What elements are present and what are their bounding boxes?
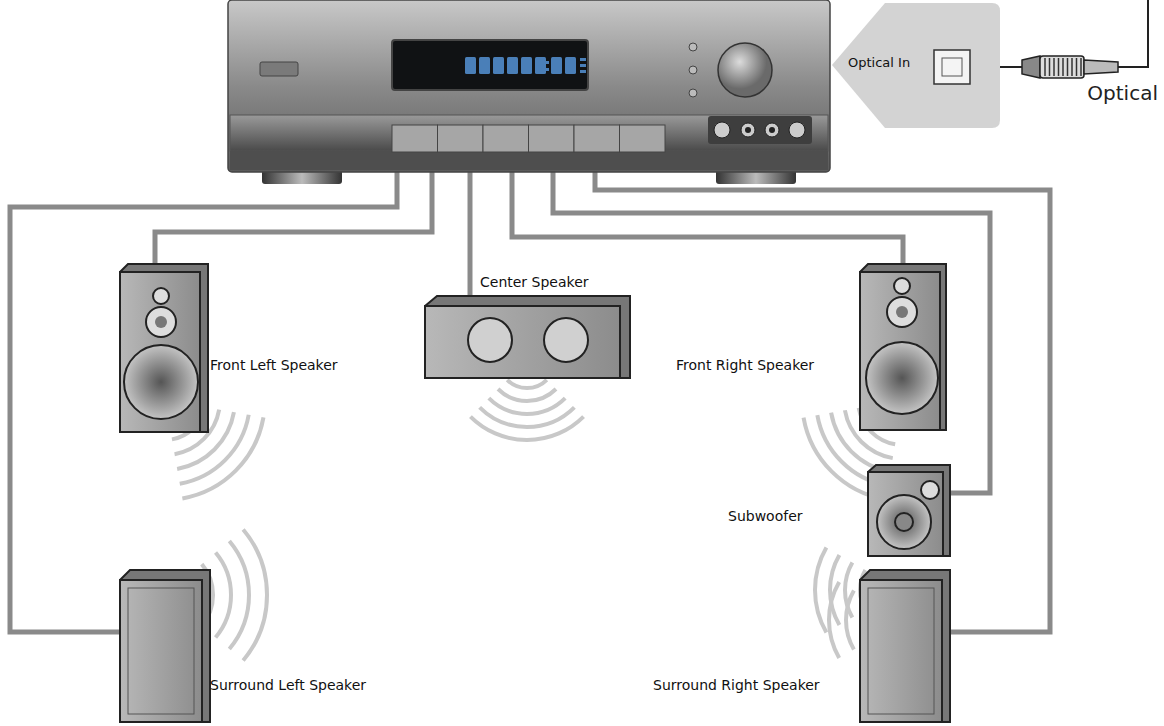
center-speaker: Center Speaker bbox=[420, 270, 635, 382]
speaker-label: Subwoofer bbox=[728, 508, 803, 524]
speaker-label: Surround Left Speaker bbox=[210, 677, 366, 693]
subwoofer-figure bbox=[868, 465, 950, 556]
speaker-label: Surround Right Speaker bbox=[653, 677, 820, 693]
speaker-label: Front Left Speaker bbox=[210, 357, 338, 373]
optical-in-panel: Optical In bbox=[830, 0, 1002, 130]
speaker-label: Optical In bbox=[848, 55, 910, 71]
speaker-label: Center Speaker bbox=[480, 274, 589, 290]
receiver bbox=[228, 0, 830, 184]
cable-label: Optical bbox=[1087, 82, 1158, 104]
front-left-speaker: Front Left Speaker bbox=[116, 260, 374, 436]
center-speaker-figure bbox=[425, 296, 630, 378]
surround-left-speaker-figure bbox=[120, 570, 210, 722]
surround-right-speaker: Surround Right Speaker bbox=[650, 566, 954, 724]
front-left-speaker-figure bbox=[120, 264, 208, 432]
speaker-wires bbox=[10, 170, 1050, 632]
sound-waves bbox=[172, 380, 895, 661]
front-right-speaker-figure bbox=[860, 264, 946, 430]
optical-port bbox=[934, 50, 970, 84]
subwoofer: Subwoofer bbox=[724, 462, 954, 560]
surround-right-speaker-figure bbox=[860, 570, 950, 722]
surround-left-speaker: Surround Left Speaker bbox=[116, 566, 406, 724]
front-right-speaker: Front Right Speaker bbox=[670, 260, 950, 434]
speaker-label: Front Right Speaker bbox=[676, 357, 814, 373]
